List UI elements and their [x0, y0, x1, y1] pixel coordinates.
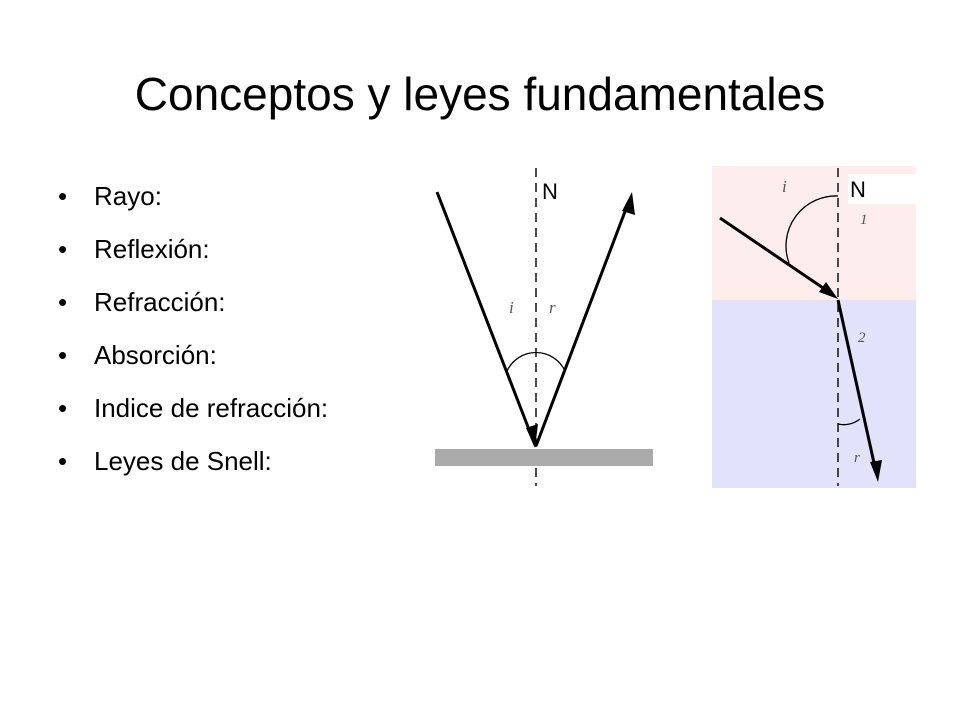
list-item-label: Reflexión: — [94, 234, 210, 264]
list-item: • Indice de refracción: — [58, 384, 328, 437]
incident-angle-arc — [785, 195, 839, 264]
reflection-diagram: N i r — [434, 166, 656, 488]
bullet-icon: • — [58, 234, 68, 264]
slide-title: Conceptos y leyes fundamentales — [134, 68, 826, 120]
refracted-ray — [836, 299, 878, 473]
bullet-icon: • — [58, 393, 68, 423]
angle-arc — [506, 351, 566, 372]
list-item-label: Refracción: — [94, 287, 226, 317]
refracted-arrowhead-icon — [870, 460, 882, 482]
list-item-label: Rayo: — [94, 181, 162, 211]
list-item-label: Indice de refracción: — [94, 393, 329, 423]
incident-arrowhead-icon — [526, 424, 538, 448]
bullet-icon: • — [58, 446, 68, 476]
list-item-label: Leyes de Snell: — [94, 446, 272, 476]
medium-2-region — [712, 300, 916, 488]
list-item-label: Absorción: — [94, 340, 217, 370]
mirror-surface — [435, 449, 653, 466]
reflected-angle-label: r — [549, 298, 556, 317]
incident-arrowhead-icon — [819, 282, 838, 299]
refracted-angle-arc — [837, 418, 861, 426]
incident-angle-label: i — [782, 177, 787, 196]
bullet-icon: • — [58, 340, 68, 370]
list-item: • Rayo: — [58, 172, 328, 225]
normal-label: N — [542, 179, 558, 204]
refracted-angle-label: r — [854, 450, 860, 466]
refraction-diagram: i N 1 2 r — [712, 166, 916, 488]
reflected-ray — [534, 200, 631, 447]
incident-ray — [435, 191, 537, 446]
medium-1-label: 1 — [860, 212, 868, 228]
normal-label: N — [850, 177, 866, 202]
bullet-icon: • — [58, 181, 68, 211]
incident-ray — [719, 216, 833, 296]
list-item: • Reflexión: — [58, 225, 328, 278]
label-background — [848, 174, 916, 204]
reflection-background — [434, 166, 656, 488]
list-item: • Absorción: — [58, 331, 328, 384]
bullet-icon: • — [58, 287, 68, 317]
concept-list: • Rayo: • Reflexión: • Refracción: • Absorci… — [58, 172, 328, 490]
list-item: • Leyes de Snell: — [58, 437, 328, 490]
medium-2-label: 2 — [858, 330, 866, 346]
list-item: • Refracción: — [58, 278, 328, 331]
incident-angle-label: i — [509, 298, 514, 317]
reflected-arrowhead-icon — [622, 192, 635, 215]
